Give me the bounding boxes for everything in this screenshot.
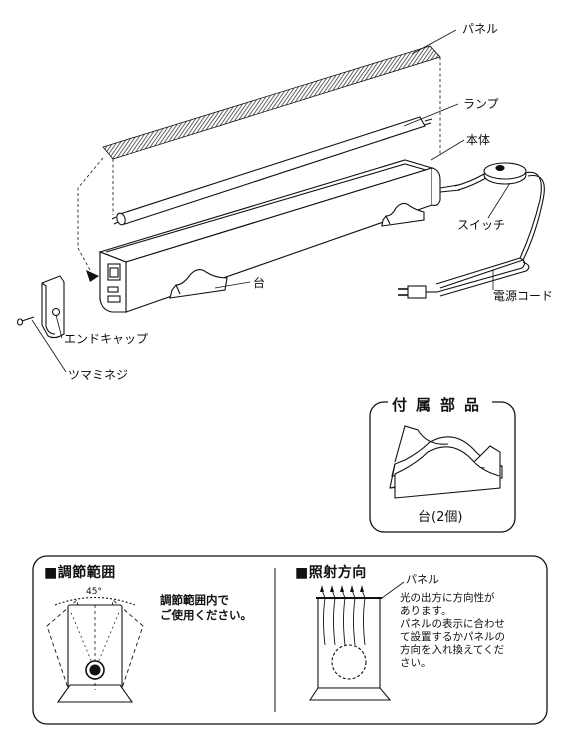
direction-note-line: て設置するかパネルの (400, 631, 505, 643)
direction-note-line: あります。 (400, 605, 452, 617)
adjust-note-line1: 調節範囲内で (160, 593, 229, 607)
direction-panel-label: パネル (406, 573, 439, 586)
direction-title: ■照射方向 (295, 565, 367, 581)
direction-note-line: 光の出方に方向性が (400, 592, 495, 604)
stand-part (169, 202, 425, 299)
body-label: 本体 (466, 133, 491, 147)
insert-arrow (86, 270, 99, 282)
panel-part (102, 45, 441, 160)
accessories-title: 付属部品 (388, 394, 493, 415)
stand-label: 台 (253, 276, 266, 290)
knob-screw-label: ツマミネジ (68, 368, 129, 382)
info-box (32, 555, 548, 725)
stand-leader (214, 281, 251, 289)
end-cap-leader (55, 314, 63, 339)
panel-label: パネル (462, 22, 499, 36)
power-cord-label: 電源コード (493, 289, 554, 303)
knob-screw-leader (31, 319, 67, 373)
lamp-label: ランプ (463, 97, 499, 111)
assembly-guides (77, 45, 441, 271)
direction-note-line: 方向を入れ換えてくだ (400, 644, 505, 656)
panel-leader (411, 29, 457, 55)
direction-drawing (308, 581, 405, 701)
accessories-caption: 台(2個) (418, 510, 463, 525)
adjust-title: ■調節範囲 (44, 565, 116, 581)
adjust-angle: 45° (86, 587, 102, 597)
accessory-stand-illustration (389, 425, 503, 499)
switch-label: スイッチ (457, 218, 506, 232)
end-cap-label: エンドキャップ (64, 332, 149, 346)
direction-note-line: パネルの表示に合わせ (400, 618, 505, 630)
adjust-range-drawing (46, 596, 144, 703)
adjust-note-line2: ご使用ください。 (160, 608, 252, 622)
direction-note-line: さい。 (400, 657, 432, 669)
end-cap-part (16, 275, 65, 339)
lamp-part (111, 116, 433, 226)
direction-note: 光の出方に方向性が あります。 パネルの表示に合わせ て設置するかパネルの 方向… (400, 592, 505, 670)
power-cord (398, 162, 545, 299)
lamp-leader (403, 103, 459, 127)
switch-leader (487, 182, 511, 219)
body-leader (430, 139, 465, 161)
